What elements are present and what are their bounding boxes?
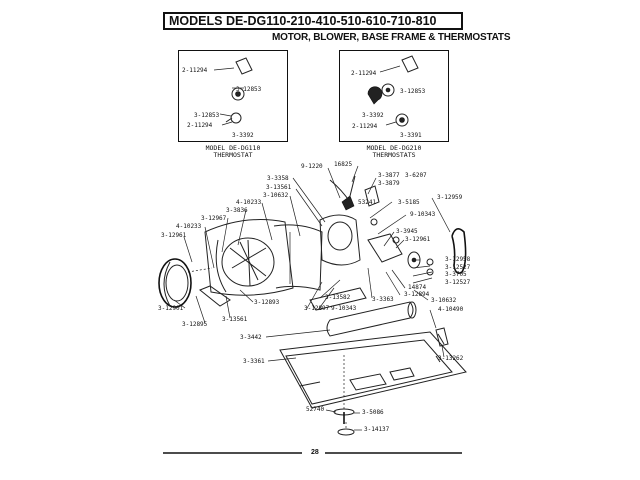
inset-left-label: 3-3392 bbox=[232, 132, 254, 139]
part-label: 3-3836 bbox=[226, 207, 248, 214]
inset-right-label: 3-3391 bbox=[400, 132, 422, 139]
part-label: 3-12901 bbox=[158, 305, 184, 312]
part-label: 3-3877 bbox=[378, 172, 400, 179]
part-label: 3-13561 bbox=[222, 316, 248, 323]
part-label: 3-10632 bbox=[263, 192, 289, 199]
part-label: 3-3358 bbox=[267, 175, 289, 182]
models-title: MODELS DE-DG110-210-410-510-610-710-810 bbox=[169, 14, 437, 28]
part-label: 3-3705 bbox=[445, 271, 467, 278]
part-label: 9-1220 bbox=[301, 163, 323, 170]
base-frame-drawing bbox=[279, 287, 467, 409]
section-subtitle: MOTOR, BLOWER, BASE FRAME & THERMOSTATS bbox=[272, 32, 511, 43]
part-label: 3-12967 bbox=[201, 215, 227, 222]
part-label: 3-3945 bbox=[396, 228, 418, 235]
part-label: 16825 bbox=[334, 161, 353, 168]
front-ring-drawing bbox=[158, 258, 192, 308]
part-label: 3-13582 bbox=[325, 294, 351, 301]
part-label: 3-12527 bbox=[445, 279, 471, 286]
inset-left-label: 3-12853 bbox=[236, 86, 262, 93]
models-title-box: MODELS DE-DG110-210-410-510-610-710-810 bbox=[163, 12, 463, 30]
inset-left-caption-line1: MODEL DE-DG110 bbox=[205, 144, 261, 152]
inset-left-caption: MODEL DE-DG110 THERMOSTAT bbox=[201, 145, 265, 159]
part-label: 3-12527 bbox=[445, 264, 471, 271]
blower-housing-drawing bbox=[199, 219, 323, 307]
part-label: 53241 bbox=[358, 199, 377, 206]
part-label: 3-3361 bbox=[243, 358, 265, 365]
part-label: 3-3363 bbox=[372, 296, 394, 303]
inset-right-label: 2-11294 bbox=[351, 70, 377, 77]
part-label: 3-5086 bbox=[362, 409, 384, 416]
part-label: 3-12897 bbox=[304, 305, 330, 312]
terminal-clip-drawing bbox=[435, 327, 449, 347]
inset-left-caption-line2: THERMOSTAT bbox=[213, 151, 253, 159]
inset-right-caption-line2: THERMOSTATS bbox=[372, 151, 416, 159]
part-label: 4-10490 bbox=[438, 306, 464, 313]
part-label: 4-10233 bbox=[176, 223, 202, 230]
part-label: 4-10233 bbox=[236, 199, 262, 206]
inset-box-left bbox=[178, 50, 288, 142]
inset-right-caption-line1: MODEL DE-DG210 bbox=[366, 144, 422, 152]
assembly-guide-lines bbox=[187, 267, 347, 430]
inset-right-label: 3-3392 bbox=[362, 112, 384, 119]
part-label: 3-12958 bbox=[445, 256, 471, 263]
inset-left-thermostat-drawing bbox=[213, 57, 253, 126]
part-label: 3-12893 bbox=[254, 299, 280, 306]
inset-right-label: 2-11294 bbox=[352, 123, 378, 130]
part-label: 3-14137 bbox=[364, 426, 390, 433]
part-label: 3-12961 bbox=[161, 232, 187, 239]
part-label: 9-10343 bbox=[410, 211, 436, 218]
part-label: 3-3442 bbox=[240, 334, 262, 341]
part-label: 3-3879 bbox=[378, 180, 400, 187]
levelling-leg-drawing bbox=[333, 408, 355, 436]
part-label: 3-10632 bbox=[431, 297, 457, 304]
part-label: 14874 bbox=[408, 284, 427, 291]
part-label: 3-6207 bbox=[405, 172, 427, 179]
leader-lines bbox=[173, 165, 451, 431]
motor-drawing bbox=[319, 175, 403, 266]
part-label: 3-12959 bbox=[437, 194, 463, 201]
inset-right-label: 3-12853 bbox=[400, 88, 426, 95]
part-label: 9-10343 bbox=[331, 305, 357, 312]
part-label: 3-12961 bbox=[405, 236, 431, 243]
part-label: 3-13561 bbox=[266, 184, 292, 191]
part-label: 52740 bbox=[306, 406, 325, 413]
inset-right-thermostat-drawing bbox=[367, 55, 419, 127]
page-number: 28 bbox=[311, 449, 319, 456]
inset-left-label: 3-12853 bbox=[194, 112, 220, 119]
part-label: 3-12895 bbox=[182, 321, 208, 328]
inset-right-caption: MODEL DE-DG210 THERMOSTATS bbox=[362, 145, 426, 159]
inset-box-right bbox=[339, 50, 449, 142]
part-label: 3-13262 bbox=[438, 355, 464, 362]
part-label: 3-5185 bbox=[398, 199, 420, 206]
part-label: 3-12894 bbox=[404, 291, 430, 298]
inset-left-label: 2-11294 bbox=[187, 122, 213, 129]
inset-left-label: 2-11294 bbox=[182, 67, 208, 74]
